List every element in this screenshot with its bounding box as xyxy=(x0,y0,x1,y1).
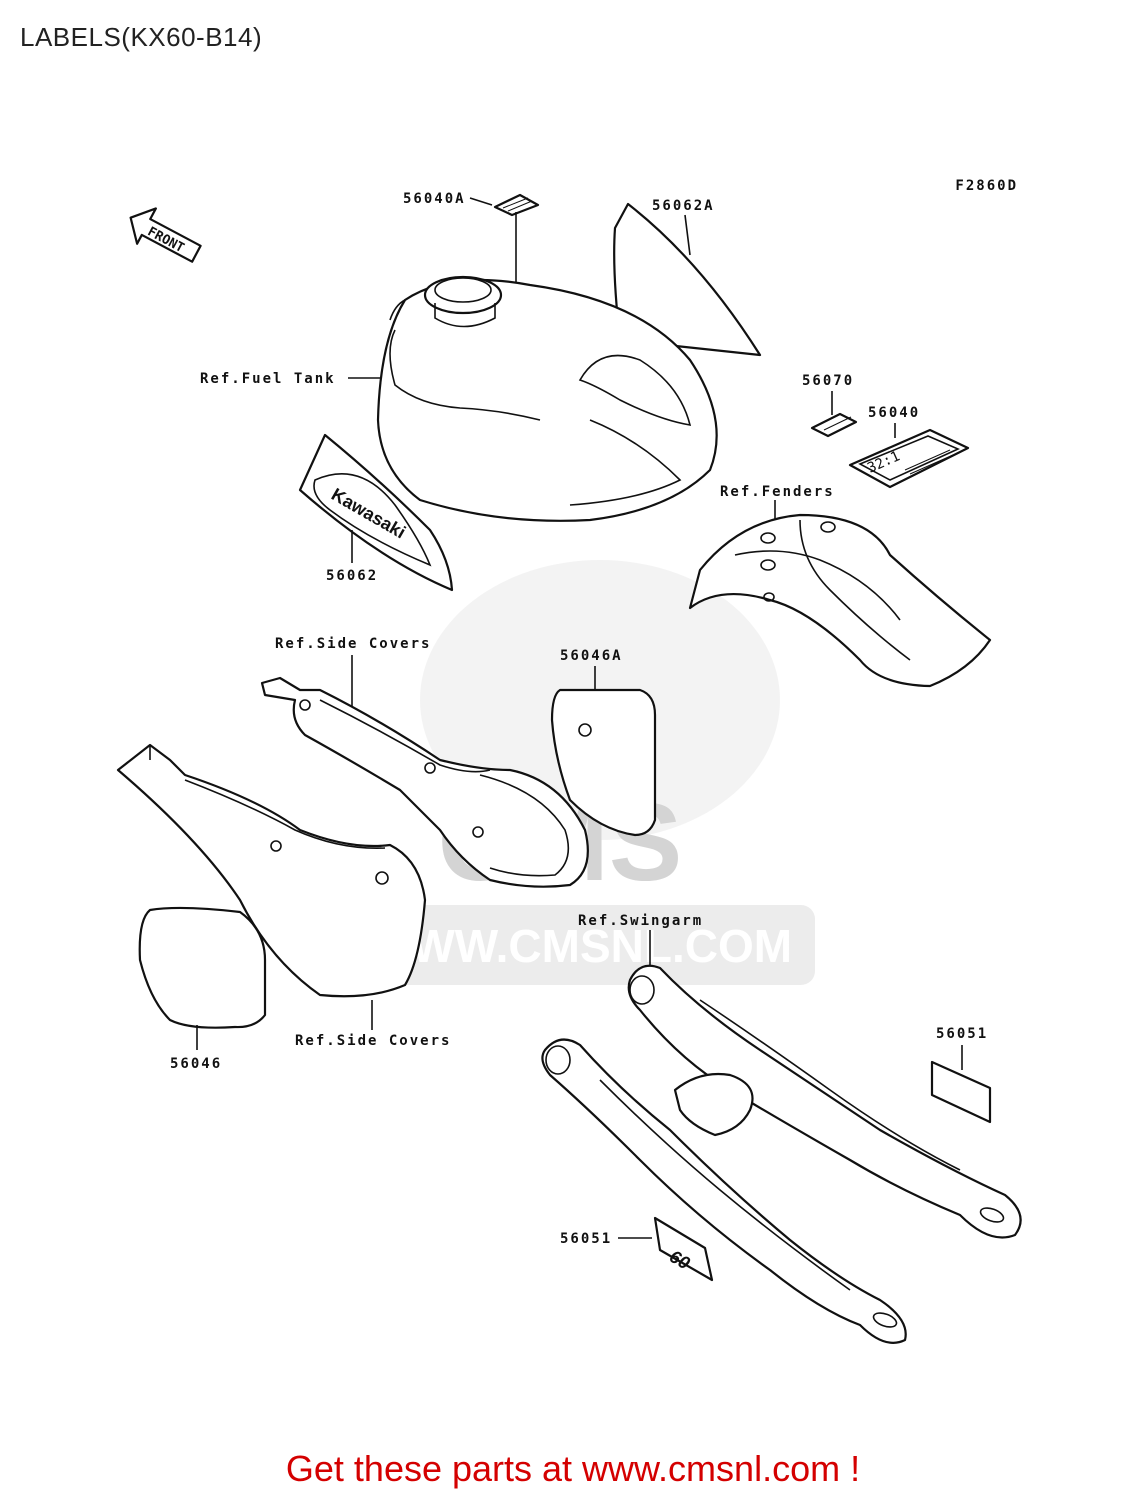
front-arrow-icon: FRONT xyxy=(129,207,202,263)
label-56040a: 56040A xyxy=(403,191,466,207)
label-ref-side-covers-bottom: Ref.Side Covers xyxy=(295,1033,451,1049)
label-ref-side-covers-top: Ref.Side Covers xyxy=(275,636,431,652)
decal-56040: 32:1 xyxy=(848,428,970,489)
label-56040: 56040 xyxy=(868,405,920,421)
decal-56062a xyxy=(613,202,762,357)
label-ref-fenders: Ref.Fenders xyxy=(720,484,835,500)
page-title: LABELS(KX60-B14) xyxy=(20,22,263,52)
side-cover-right xyxy=(260,676,589,888)
label-56062a: 56062A xyxy=(652,198,715,214)
label-56046a: 56046A xyxy=(560,648,623,664)
label-56051-top: 56051 xyxy=(936,1026,988,1042)
decal-56051-top xyxy=(930,1060,992,1124)
decal-56046a xyxy=(550,688,657,837)
label-56051-bottom: 56051 xyxy=(560,1231,612,1247)
decal-56046 xyxy=(138,906,267,1029)
label-56070: 56070 xyxy=(802,373,854,389)
rear-fender xyxy=(688,513,992,688)
label-ref-swingarm: Ref.Swingarm xyxy=(578,913,703,929)
footer-link[interactable]: Get these parts at www.cmsnl.com ! xyxy=(285,1448,861,1489)
parts-diagram: CMS WWW.CMSNL.COM F2860D FRONT 56040A 56… xyxy=(116,178,1022,1344)
label-56046: 56046 xyxy=(170,1056,222,1072)
side-cover-left xyxy=(116,743,427,998)
watermark-url: WWW.CMSNL.COM xyxy=(368,920,792,972)
swingarm xyxy=(541,964,1022,1344)
label-ref-fuel-tank: Ref.Fuel Tank xyxy=(200,371,336,387)
label-56062: 56062 xyxy=(326,568,378,584)
decal-56040a xyxy=(493,193,540,217)
fuel-tank xyxy=(376,275,718,522)
figure-code: F2860D xyxy=(955,178,1018,194)
decal-56051-bottom: 60 xyxy=(653,1216,714,1282)
